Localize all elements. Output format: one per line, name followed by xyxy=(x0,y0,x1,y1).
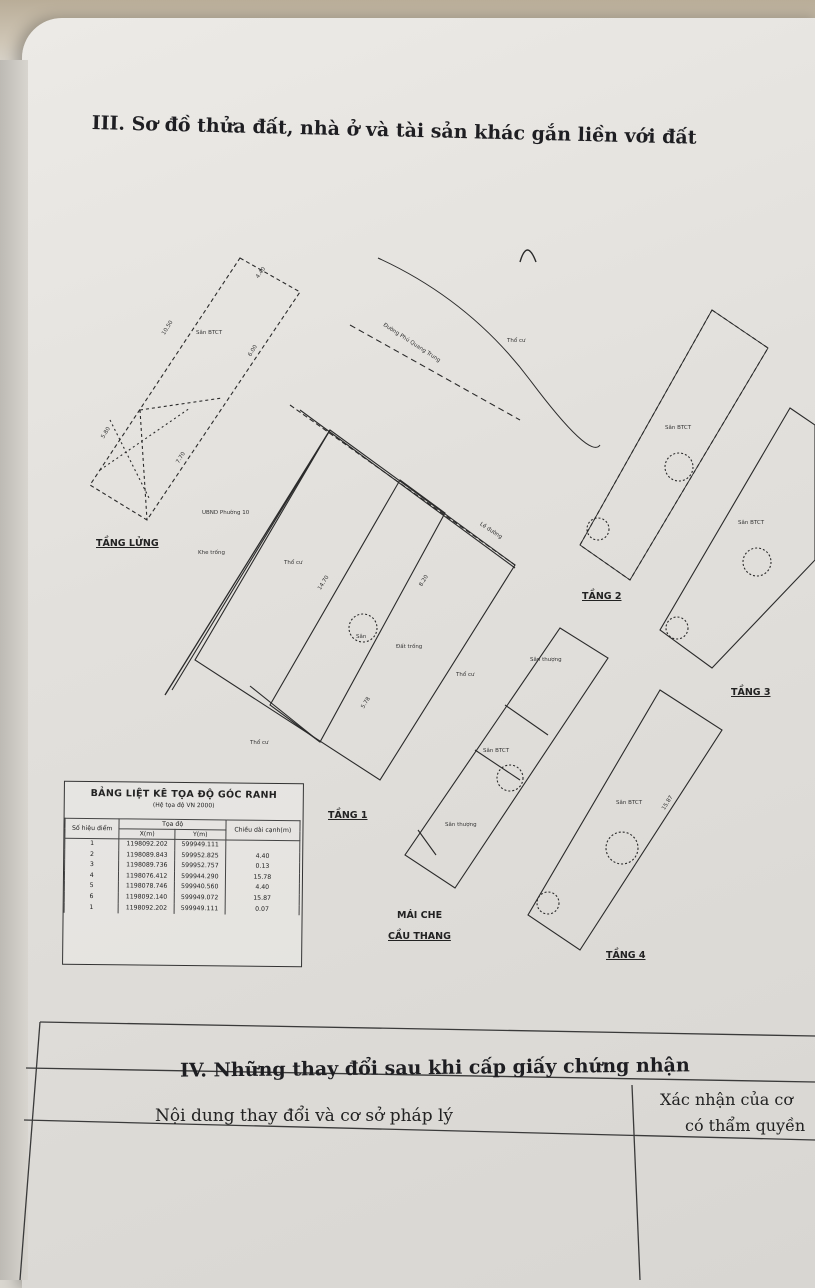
cell-x: 1198089.736 xyxy=(119,860,175,872)
cell-x: 1198092.140 xyxy=(118,892,175,904)
cell-pt: 1 xyxy=(64,902,119,914)
label-san-thuong-2: Sân thượng xyxy=(445,822,477,828)
cell-y: 599952.757 xyxy=(174,861,226,873)
cell-x: 1198092.202 xyxy=(118,902,175,915)
floor-4-plan xyxy=(527,689,723,951)
label-san-f1: Sân xyxy=(356,634,367,640)
cell-pt: 5 xyxy=(64,881,119,893)
table-row: 1 1198092.202 599949.111 0.07 xyxy=(64,902,300,916)
section-4-table-lines xyxy=(19,1021,815,1280)
floor-1-plan xyxy=(164,429,516,781)
page-spine xyxy=(0,60,28,1280)
label-thocu-right: Thổ cư xyxy=(456,672,475,678)
section-4-column-confirm-line2: có thẩm quyền xyxy=(685,1116,806,1135)
stair-roof-plan xyxy=(404,627,609,889)
floor3-label-san-btct: Sân BTCT xyxy=(738,520,765,526)
col-y: Y(m) xyxy=(174,829,226,840)
mezzanine-plan xyxy=(89,257,301,521)
site-plan-drawing xyxy=(89,249,815,951)
cell-x: 1198089.843 xyxy=(119,849,175,862)
label-khe-trong: Khe trống xyxy=(198,550,225,556)
cell-y: 599952.825 xyxy=(174,850,226,862)
col-point: Số hiệu điểm xyxy=(64,818,120,839)
section-4-column-content: Nội dung thay đổi và cơ sở pháp lý xyxy=(155,1106,454,1126)
cell-len: 0.07 xyxy=(224,904,300,916)
label-thocu-left: Thổ cư xyxy=(284,560,303,566)
col-edge: Chiều dài cạnh(m) xyxy=(225,819,301,841)
table-title: BẢNG LIỆT KÊ TỌA ĐỘ GÓC RANH xyxy=(90,788,278,801)
cell-y: 599949.111 xyxy=(174,839,226,852)
north-arrow-icon xyxy=(519,249,537,263)
cell-len: 0.13 xyxy=(225,861,300,874)
cell-y: 599940.560 xyxy=(174,882,226,894)
cell-len xyxy=(225,839,300,852)
cell-pt: 1 xyxy=(64,838,120,850)
floor-label-2: TẦNG 2 xyxy=(582,591,622,602)
boundary-coordinates-table: BẢNG LIỆT KÊ TỌA ĐỘ GÓC RANH (Hệ tọa độ … xyxy=(62,780,304,968)
cell-y: 599949.111 xyxy=(174,903,225,915)
certificate-page xyxy=(22,18,815,1288)
mezzanine-label-san-btct: Sân BTCT xyxy=(196,330,223,336)
floor-label-3: TẦNG 3 xyxy=(731,687,771,698)
floor2-label-san-btct: Sân BTCT xyxy=(665,425,692,431)
label-san-thuong-1: Sân thượng xyxy=(530,657,562,663)
cell-pt: 4 xyxy=(64,870,120,882)
stair-roof-label-2: CẦU THANG xyxy=(388,931,451,942)
cell-len: 4.40 xyxy=(225,851,300,863)
col-x: X(m) xyxy=(119,828,175,840)
roof-label-san-btct: Sân BTCT xyxy=(483,748,510,754)
cell-y: 599949.072 xyxy=(174,892,226,905)
cell-len: 15.87 xyxy=(224,893,300,905)
cell-len: 15.78 xyxy=(225,872,300,884)
cell-len: 4.40 xyxy=(225,882,300,895)
cell-y: 599944.290 xyxy=(174,871,226,883)
label-dat-trong: Đất trống xyxy=(396,644,423,650)
cell-x: 1198078.746 xyxy=(118,881,175,893)
cell-pt: 6 xyxy=(64,891,119,903)
section-4-column-confirm-line1: Xác nhận của cơ xyxy=(660,1090,793,1109)
floor-label-mezzanine: TẦNG LỬNG xyxy=(96,538,159,549)
floor-label-4: TẦNG 4 xyxy=(606,950,646,961)
floor-3-plan xyxy=(659,407,815,669)
cell-pt: 2 xyxy=(64,849,120,861)
floor-label-1: TẦNG 1 xyxy=(328,810,368,821)
cell-pt: 3 xyxy=(64,859,120,872)
cell-x: 1198076.412 xyxy=(118,871,175,883)
floor-2-plan xyxy=(579,309,769,581)
label-thocu-top: Thổ cư xyxy=(507,338,526,344)
label-thocu-bottom: Thổ cư xyxy=(250,740,269,746)
floor4-label-san-btct: Sân BTCT xyxy=(616,800,643,806)
stair-roof-label-1: MÁI CHE xyxy=(397,910,443,921)
label-ubnd: UBND Phường 10 xyxy=(202,510,250,516)
cell-x: 1198092.202 xyxy=(119,838,175,851)
